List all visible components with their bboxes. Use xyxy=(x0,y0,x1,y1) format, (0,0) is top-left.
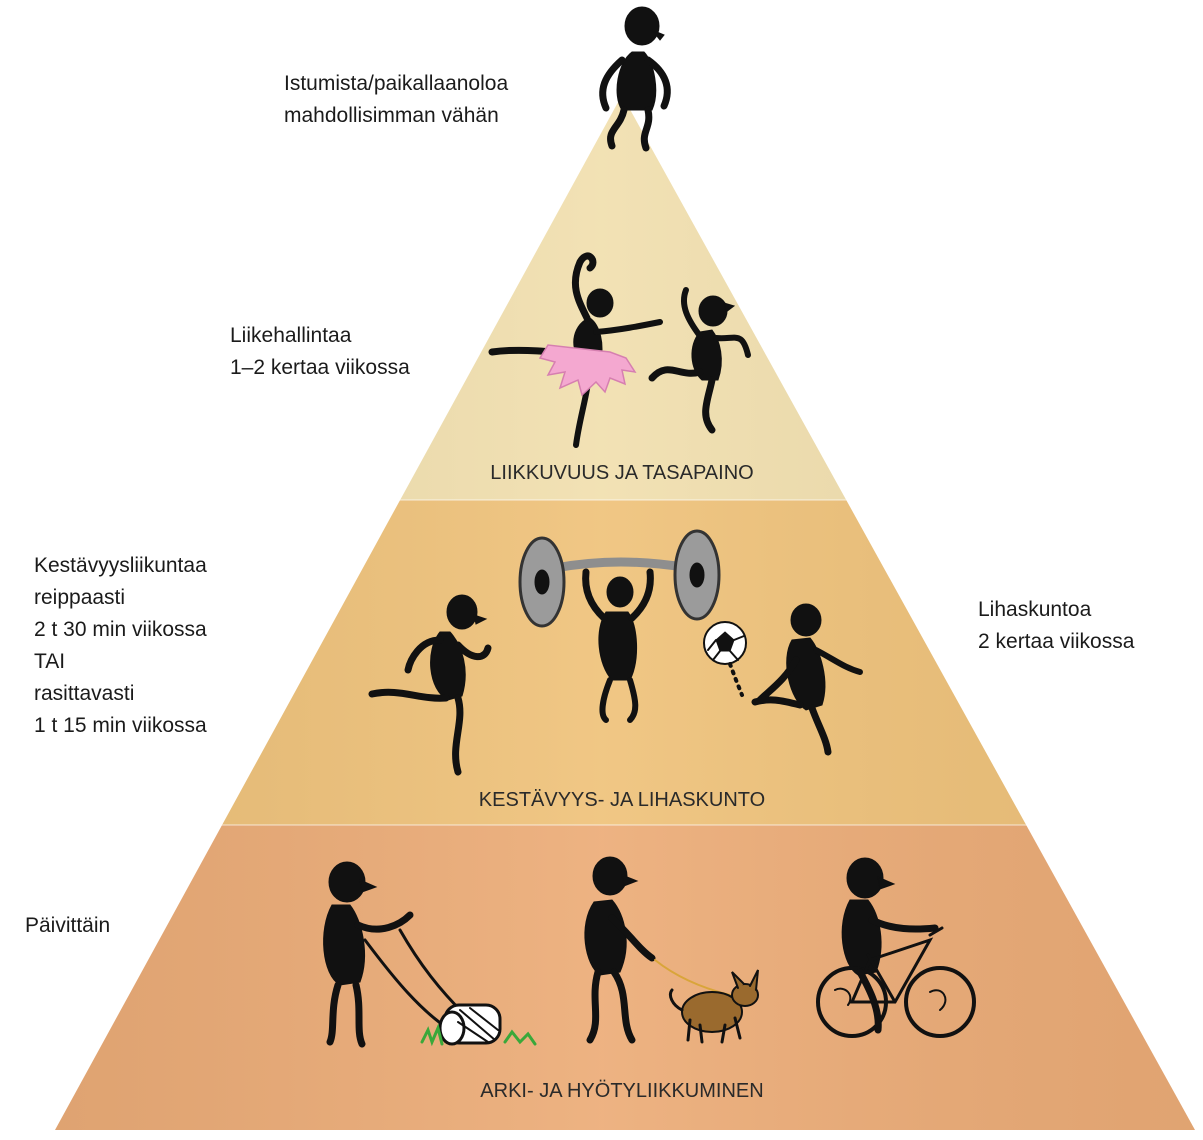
lawn-mowing-figure xyxy=(323,861,537,1048)
level-label-middle: KESTÄVYYS- JA LIHASKUNTO xyxy=(479,789,765,811)
note-line: TAI xyxy=(34,650,66,673)
note-liikehallinta: Liikehallintaa 1–2 kertaa viikossa xyxy=(230,320,410,384)
note-line: rasittavasti xyxy=(34,682,135,705)
note-line: 2 t 30 min viikossa xyxy=(34,618,207,641)
dog-walking-figure xyxy=(584,856,759,1044)
note-kestavyys: Kestävyysliikuntaa reippaasti 2 t 30 min… xyxy=(34,550,207,742)
weightlifter-figure xyxy=(518,529,721,723)
note-line: 1–2 kertaa viikossa xyxy=(230,356,410,379)
note-line: 1 t 15 min viikossa xyxy=(34,714,207,737)
level-label-bottom: ARKI- JA HYÖTYLIIKKUMINEN xyxy=(480,1080,763,1102)
kicking-dancer-figure xyxy=(648,287,751,434)
cycling-figure xyxy=(816,857,976,1038)
note-paivittain: Päivittäin xyxy=(25,910,110,942)
note-top-line: Istumista/paikallaanoloa xyxy=(284,72,509,95)
note-line: reippaasti xyxy=(34,586,126,609)
note-line: Liikehallintaa xyxy=(230,324,352,347)
ballet-dancer-figure xyxy=(488,252,663,448)
note-line: 2 kertaa viikossa xyxy=(978,630,1135,653)
football-player-figure xyxy=(703,603,863,756)
running-figure xyxy=(368,594,492,776)
note-top: Istumista/paikallaanoloa mahdollisimman … xyxy=(284,68,508,132)
note-line: Lihaskuntoa xyxy=(978,598,1092,621)
note-line: Kestävyysliikuntaa xyxy=(34,554,207,577)
note-line: Päivittäin xyxy=(25,914,111,937)
sitting-figure xyxy=(599,6,671,152)
note-lihaskunto: Lihaskuntoa 2 kertaa viikossa xyxy=(978,594,1134,658)
level-label-top: LIIKKUVUUS JA TASAPAINO xyxy=(490,462,753,484)
note-top-line: mahdollisimman vähän xyxy=(284,104,499,127)
